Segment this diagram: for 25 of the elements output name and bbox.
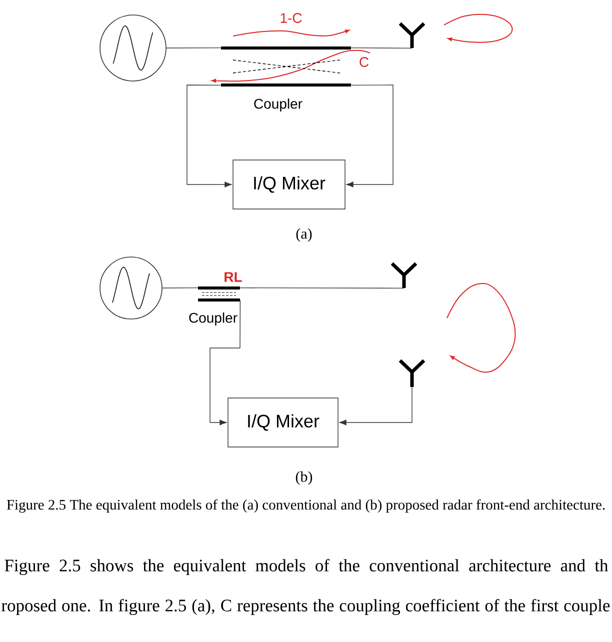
paragraph-text: roposed one. In figure 2.5 (a), C represents the coupling coefficient of the first couple — [2, 598, 610, 616]
arrow — [346, 84, 394, 188]
connector-line — [166, 47, 222, 48]
connector-line — [162, 287, 198, 288]
signal-label: RL — [224, 272, 242, 282]
antenna-symbol — [398, 358, 426, 389]
connector-line — [350, 47, 412, 49]
signal-label: 1-C — [280, 13, 302, 23]
subfigure-label: (a) — [296, 228, 312, 242]
subfigure-label: (b) — [296, 471, 312, 485]
signal-label: C — [360, 57, 369, 67]
signal-source-symbol — [100, 14, 166, 82]
antenna-symbol — [398, 22, 426, 50]
arrow — [186, 84, 232, 188]
arrow — [210, 300, 241, 426]
signal-source-symbol — [100, 256, 162, 320]
connector-line — [240, 287, 404, 289]
paragraph-text: Figure 2.5 shows the equivalent models of the conventional architecture and th — [4, 558, 608, 576]
coupler-label: Coupler — [189, 312, 238, 326]
mixer-box: I/Q Mixer — [232, 160, 346, 210]
mixer-box: I/Q Mixer — [228, 398, 338, 448]
antenna-symbol — [390, 262, 418, 290]
arrow — [339, 386, 412, 426]
coupler-label: Coupler — [254, 98, 302, 112]
figure-caption: Figure 2.5 The equivalent models of the (a) conventional and (b) proposed radar front-end architecture. — [6, 499, 605, 513]
